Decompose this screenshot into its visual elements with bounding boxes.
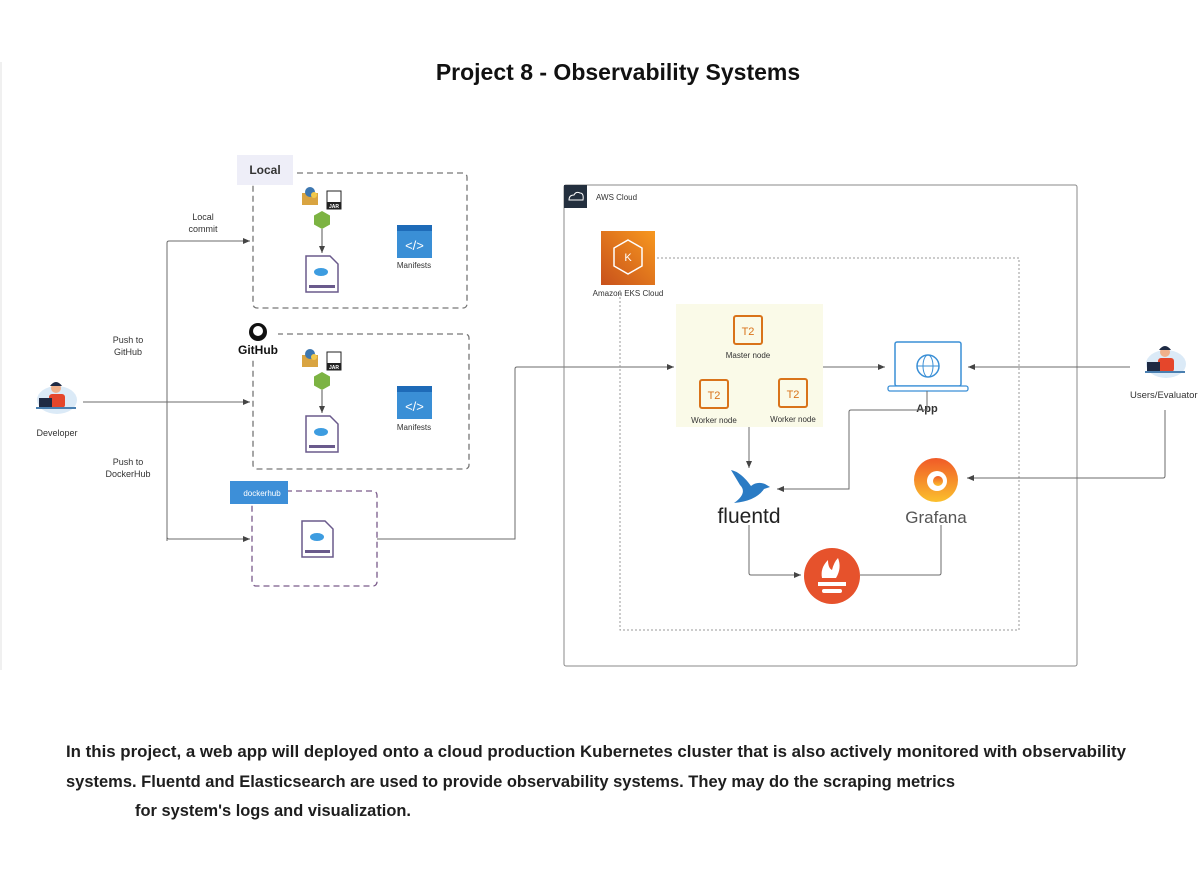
package-icon	[302, 349, 318, 367]
svg-text:</>: </>	[405, 238, 424, 253]
local-manifests-label: Manifests	[397, 261, 431, 270]
users-label: Users/Evaluator	[1130, 390, 1198, 401]
manifests-icon: </>	[397, 386, 432, 419]
page-title: Project 8 - Observability Systems	[436, 59, 800, 85]
jar-label: JAR	[329, 365, 339, 371]
dockerhub-to-cluster-edge	[377, 364, 674, 540]
manifests-icon: </>	[397, 225, 432, 258]
jar-file-icon: JAR	[326, 190, 342, 210]
fluentd-bird-icon	[731, 470, 770, 503]
svg-text:T2: T2	[787, 389, 800, 401]
grafana-logo-icon	[914, 458, 958, 502]
grafana-label: Grafana	[905, 508, 967, 527]
aws-cloud-icon	[564, 185, 587, 208]
github-manifests-label: Manifests	[397, 423, 431, 432]
nodejs-icon	[314, 372, 330, 390]
worker-node-label: Worker node	[691, 416, 737, 425]
description-line-1: In this project, a web app will deployed…	[66, 742, 1127, 761]
master-node-label: Master node	[726, 351, 771, 360]
aws-cloud-label: AWS Cloud	[596, 193, 637, 202]
svg-text:T2: T2	[742, 326, 755, 338]
jar-file-icon: JAR	[326, 351, 342, 371]
prometheus-icon	[804, 548, 860, 604]
nodejs-icon	[314, 211, 330, 229]
dockerhub-group: dockerhub	[230, 481, 378, 587]
dockerfile-icon	[305, 415, 339, 453]
dockerfile-icon	[301, 520, 334, 558]
developer-edges	[83, 238, 250, 542]
fluentd-label: fluentd	[717, 505, 780, 528]
description-line-3: for system's logs and visualization.	[135, 801, 411, 820]
local-label: Local	[249, 163, 280, 177]
local-commit-label-1: Local	[192, 212, 214, 222]
svg-text:K: K	[624, 252, 632, 264]
master-node-chip-icon: T2	[733, 315, 763, 345]
local-group: Local JAR </> Manifests	[237, 155, 468, 309]
svg-text:T2: T2	[708, 390, 721, 402]
eks-label: Amazon EKS Cloud	[593, 289, 664, 298]
app-laptop-icon	[887, 341, 969, 392]
dockerhub-label: dockerhub	[243, 489, 281, 498]
push-github-label-2: GitHub	[114, 347, 142, 357]
developer-label: Developer	[36, 428, 77, 438]
push-dockerhub-label-1: Push to	[113, 457, 144, 467]
jar-label: JAR	[329, 204, 339, 210]
github-label: GitHub	[238, 343, 278, 357]
push-dockerhub-label-2: DockerHub	[105, 469, 150, 479]
package-icon	[302, 187, 318, 205]
aws-cloud-group: AWS Cloud K Amazon EKS Cloud T2 Master n…	[563, 184, 1078, 667]
users-to-grafana-edge	[967, 410, 1166, 481]
description-line-2: systems. Fluentd and Elasticsearch are u…	[66, 772, 955, 791]
node-panel	[676, 304, 823, 427]
dockerfile-icon	[305, 255, 339, 293]
developer-figure-icon	[36, 382, 77, 414]
push-github-label-1: Push to	[113, 335, 144, 345]
github-group: GitHub JAR </> Manifests	[238, 320, 470, 470]
worker-node-chip-icon: T2	[778, 378, 808, 408]
users-figure-icon	[1145, 346, 1186, 378]
worker-node-chip-icon: T2	[699, 379, 729, 409]
svg-text:</>: </>	[405, 399, 424, 414]
worker-node-label: Worker node	[770, 415, 816, 424]
local-commit-label-2: commit	[189, 224, 218, 234]
